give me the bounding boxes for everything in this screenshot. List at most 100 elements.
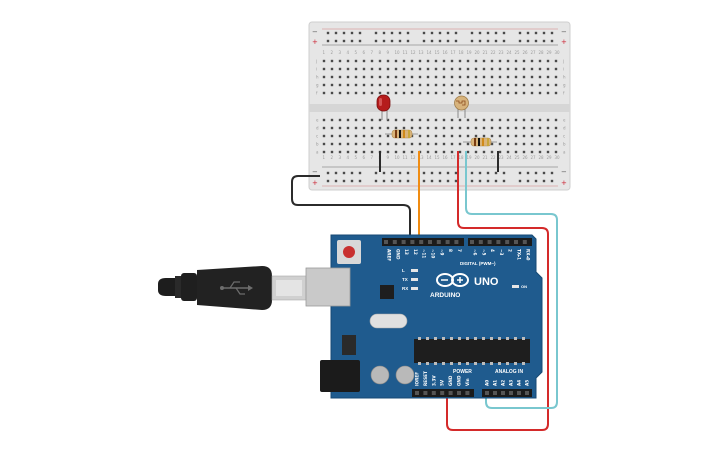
- breadboard-hole[interactable]: [490, 134, 494, 138]
- breadboard-hole[interactable]: [514, 67, 518, 71]
- breadboard-hole[interactable]: [354, 67, 358, 71]
- breadboard-hole[interactable]: [458, 67, 462, 71]
- breadboard-hole[interactable]: [450, 150, 454, 154]
- breadboard-hole[interactable]: [386, 59, 390, 63]
- breadboard-hole[interactable]: [402, 91, 406, 95]
- rail-hole[interactable]: [470, 171, 474, 175]
- analog-pin[interactable]: [493, 391, 497, 395]
- rail-hole[interactable]: [526, 179, 530, 183]
- rail-hole[interactable]: [398, 171, 402, 175]
- breadboard-hole[interactable]: [338, 134, 342, 138]
- breadboard-hole[interactable]: [394, 83, 398, 87]
- breadboard-hole[interactable]: [322, 142, 326, 146]
- breadboard-hole[interactable]: [338, 83, 342, 87]
- rail-hole[interactable]: [422, 171, 426, 175]
- red-led[interactable]: [376, 94, 391, 120]
- rail-hole[interactable]: [454, 31, 458, 35]
- breadboard-hole[interactable]: [346, 59, 350, 63]
- breadboard-hole[interactable]: [346, 67, 350, 71]
- breadboard-hole[interactable]: [490, 91, 494, 95]
- rail-hole[interactable]: [502, 171, 506, 175]
- breadboard-hole[interactable]: [530, 134, 534, 138]
- rail-hole[interactable]: [478, 39, 482, 43]
- breadboard-hole[interactable]: [538, 83, 542, 87]
- breadboard-hole[interactable]: [522, 134, 526, 138]
- breadboard-hole[interactable]: [322, 59, 326, 63]
- photoresistor[interactable]: [454, 95, 469, 118]
- rail-hole[interactable]: [518, 31, 522, 35]
- breadboard-hole[interactable]: [338, 126, 342, 130]
- breadboard-hole[interactable]: [466, 134, 470, 138]
- breadboard-hole[interactable]: [522, 67, 526, 71]
- rail-hole[interactable]: [406, 31, 410, 35]
- rail-hole[interactable]: [486, 31, 490, 35]
- breadboard-hole[interactable]: [370, 75, 374, 79]
- breadboard-hole[interactable]: [394, 118, 398, 122]
- rail-hole[interactable]: [398, 31, 402, 35]
- breadboard-hole[interactable]: [346, 83, 350, 87]
- breadboard-hole[interactable]: [474, 150, 478, 154]
- breadboard-hole[interactable]: [402, 59, 406, 63]
- wire-red-5v[interactable]: [446, 151, 549, 431]
- rail-hole[interactable]: [374, 179, 378, 183]
- breadboard-hole[interactable]: [458, 134, 462, 138]
- breadboard-hole[interactable]: [394, 150, 398, 154]
- breadboard-hole[interactable]: [410, 75, 414, 79]
- digital-pin[interactable]: [401, 240, 406, 244]
- breadboard-hole[interactable]: [434, 126, 438, 130]
- digital-pin[interactable]: [454, 240, 459, 244]
- breadboard-hole[interactable]: [426, 75, 430, 79]
- breadboard-hole[interactable]: [498, 126, 502, 130]
- breadboard-hole[interactable]: [514, 118, 518, 122]
- breadboard-hole[interactable]: [546, 126, 550, 130]
- breadboard-hole[interactable]: [474, 91, 478, 95]
- breadboard-hole[interactable]: [402, 75, 406, 79]
- rail-hole[interactable]: [502, 31, 506, 35]
- breadboard-hole[interactable]: [506, 75, 510, 79]
- digital-pin[interactable]: [392, 240, 397, 244]
- rail-hole[interactable]: [430, 179, 434, 183]
- rail-hole[interactable]: [374, 39, 378, 43]
- breadboard-hole[interactable]: [322, 126, 326, 130]
- breadboard-hole[interactable]: [490, 126, 494, 130]
- rail-hole[interactable]: [326, 171, 330, 175]
- breadboard-hole[interactable]: [426, 134, 430, 138]
- breadboard-hole[interactable]: [498, 91, 502, 95]
- breadboard-hole[interactable]: [546, 134, 550, 138]
- rail-hole[interactable]: [358, 39, 362, 43]
- rail-hole[interactable]: [542, 31, 546, 35]
- rail-hole[interactable]: [550, 171, 554, 175]
- breadboard-hole[interactable]: [434, 91, 438, 95]
- breadboard-hole[interactable]: [354, 59, 358, 63]
- breadboard-hole[interactable]: [466, 118, 470, 122]
- breadboard-hole[interactable]: [530, 150, 534, 154]
- breadboard-hole[interactable]: [322, 67, 326, 71]
- breadboard-hole[interactable]: [338, 67, 342, 71]
- rail-hole[interactable]: [390, 171, 394, 175]
- rail-hole[interactable]: [350, 179, 354, 183]
- rail-hole[interactable]: [502, 179, 506, 183]
- rail-hole[interactable]: [390, 39, 394, 43]
- rail-hole[interactable]: [382, 39, 386, 43]
- breadboard-hole[interactable]: [490, 75, 494, 79]
- breadboard-hole[interactable]: [442, 118, 446, 122]
- rail-hole[interactable]: [550, 31, 554, 35]
- breadboard-hole[interactable]: [386, 91, 390, 95]
- rail-hole[interactable]: [390, 179, 394, 183]
- digital-pin[interactable]: [436, 240, 441, 244]
- breadboard-hole[interactable]: [394, 142, 398, 146]
- breadboard-hole[interactable]: [346, 142, 350, 146]
- breadboard-hole[interactable]: [506, 59, 510, 63]
- breadboard-hole[interactable]: [386, 142, 390, 146]
- power-pin[interactable]: [423, 391, 428, 395]
- breadboard-hole[interactable]: [394, 75, 398, 79]
- breadboard-hole[interactable]: [354, 126, 358, 130]
- breadboard-hole[interactable]: [346, 134, 350, 138]
- breadboard-hole[interactable]: [530, 118, 534, 122]
- breadboard-hole[interactable]: [434, 59, 438, 63]
- breadboard-hole[interactable]: [434, 150, 438, 154]
- rail-hole[interactable]: [438, 179, 442, 183]
- breadboard-hole[interactable]: [426, 118, 430, 122]
- rail-hole[interactable]: [518, 171, 522, 175]
